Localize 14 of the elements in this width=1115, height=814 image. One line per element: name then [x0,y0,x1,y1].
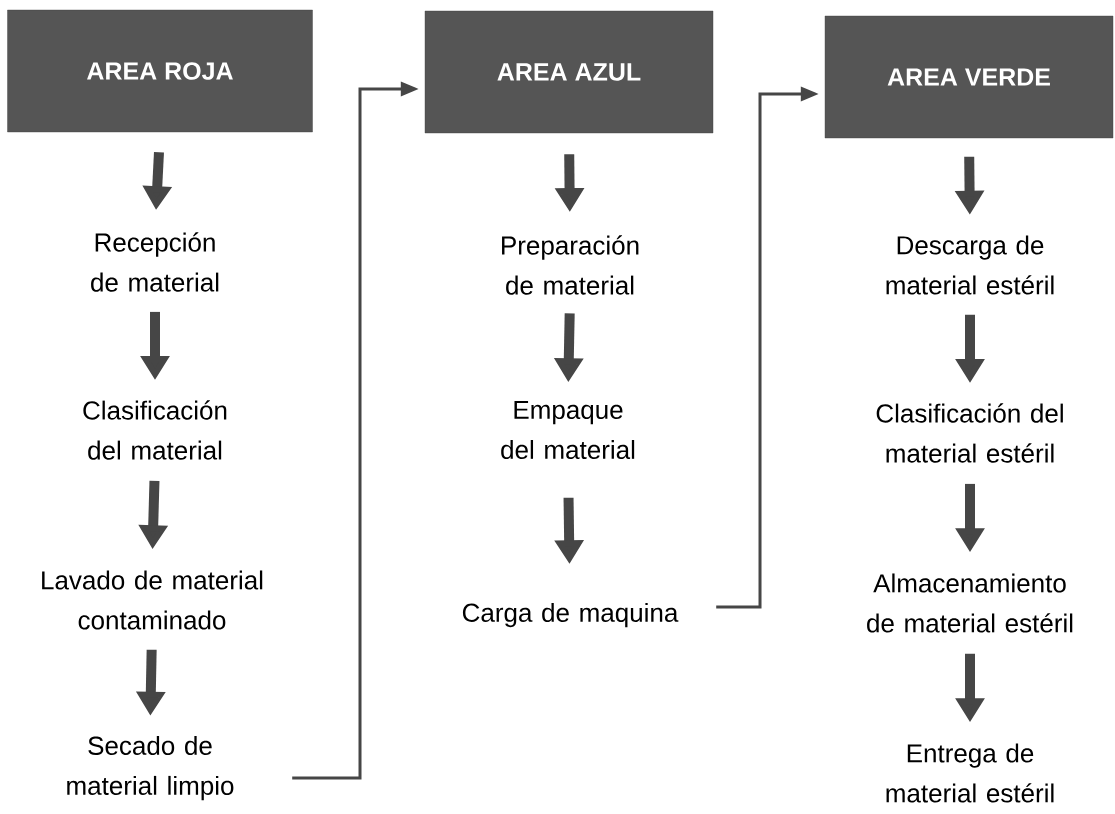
step-label: Clasificación del material [83,400,227,460]
step-label: Almacenamiento de material estéril [867,573,1073,633]
step-label: Clasificación del material estéril [876,403,1063,463]
step-label: Empaque del material [501,400,635,460]
step-label: Recepción de material [91,232,219,292]
step-label: Lavado de material contaminado [42,570,263,630]
step-label: Secado de material limpio [67,735,234,801]
step-label: Preparación de material [502,235,639,295]
area-header-box: AREA ROJA [7,9,313,133]
step-label: Carga de maquina [462,602,679,628]
area-header-box: AREA VERDE [824,15,1114,139]
step-label: Descarga de material estéril [886,235,1054,295]
area-header-box: AREA AZUL [424,10,714,134]
step-label: Entrega de material estéril [886,743,1054,803]
